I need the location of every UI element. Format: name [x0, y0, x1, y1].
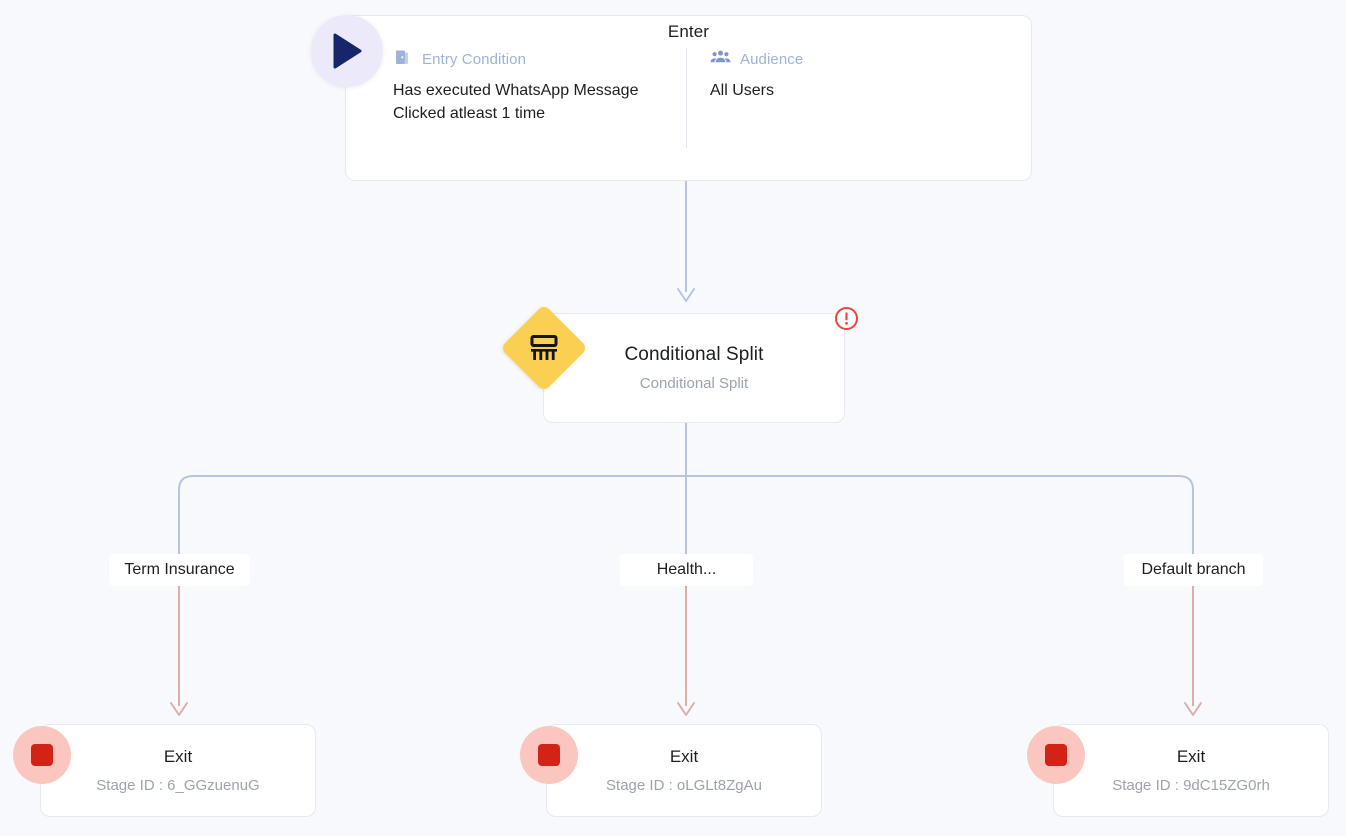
exit-node-stage-id: Stage ID : oLGLt8ZgAu: [606, 777, 762, 794]
entry-condition-value: Has executed WhatsApp Message Clicked at…: [393, 82, 639, 122]
conditional-split-node-card[interactable]: Conditional Split Conditional Split: [543, 313, 845, 423]
conditional-split-icon: [500, 304, 588, 392]
stop-square-glyph: [1045, 744, 1067, 766]
audience-value: All Users: [710, 82, 775, 99]
exit-node-title: Exit: [163, 747, 193, 766]
stop-icon[interactable]: [1027, 726, 1085, 784]
exit-node-card[interactable]: Exit Stage ID : 6_GGzuenuG: [40, 724, 316, 817]
audience-label: Audience: [740, 50, 804, 68]
conditional-split-title: Conditional Split: [624, 344, 764, 365]
stop-square-glyph: [538, 744, 560, 766]
play-icon[interactable]: [311, 15, 383, 87]
stop-square-glyph: [31, 744, 53, 766]
exit-node-title: Exit: [669, 747, 699, 766]
exit-node-card[interactable]: Exit Stage ID : 9dC15ZG0rh: [1053, 724, 1329, 817]
branch-label-health[interactable]: Health...: [620, 554, 753, 586]
audience-group-icon: [710, 47, 731, 72]
door-icon: [393, 47, 413, 72]
conditional-split-subtitle: Conditional Split: [639, 375, 749, 392]
enter-node-card[interactable]: [345, 15, 1032, 181]
enter-node-divider: [686, 48, 687, 148]
branch-label-term-insurance[interactable]: Term Insurance: [109, 554, 250, 586]
enter-node-title: Enter: [667, 22, 710, 41]
branch-label-default-branch[interactable]: Default branch: [1124, 554, 1263, 586]
alert-circle-icon[interactable]: [834, 306, 859, 331]
exit-node-stage-id: Stage ID : 6_GGzuenuG: [96, 777, 260, 794]
entry-condition-label: Entry Condition: [422, 50, 527, 68]
stop-icon[interactable]: [13, 726, 71, 784]
exit-node-card[interactable]: Exit Stage ID : oLGLt8ZgAu: [546, 724, 822, 817]
audience-header: Audience: [710, 48, 1010, 70]
stop-icon[interactable]: [520, 726, 578, 784]
audience-column: Audience All Users: [710, 48, 1010, 102]
exit-node-stage-id: Stage ID : 9dC15ZG0rh: [1112, 777, 1270, 794]
entry-condition-header: Entry Condition: [393, 48, 673, 70]
entry-condition-column: Entry Condition Has executed WhatsApp Me…: [393, 48, 673, 125]
exit-node-title: Exit: [1176, 747, 1206, 766]
